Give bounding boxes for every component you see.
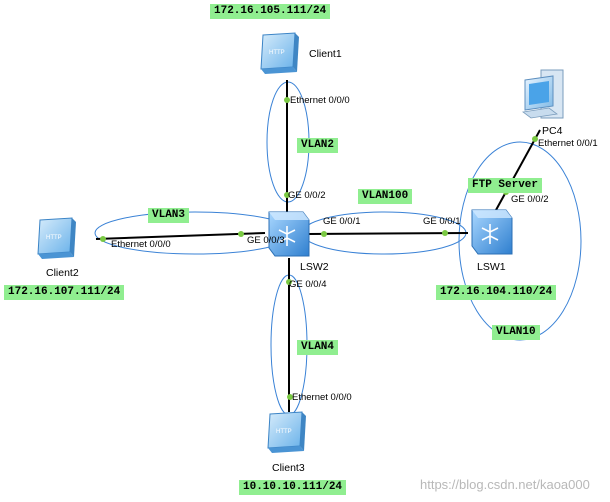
pc-icon[interactable] (521, 69, 564, 119)
vlan3-label: VLAN3 (148, 208, 190, 223)
client3-ip-label: 10.10.10.111/24 (239, 480, 347, 495)
port-label-client3-eth: Ethernet 0/0/0 (292, 392, 352, 403)
port-dot (287, 394, 293, 400)
vlan100-label: VLAN100 (358, 189, 413, 204)
port-dot (284, 192, 290, 198)
lsw2-name: LSW2 (300, 261, 329, 273)
link-lsw2-lsw1 (307, 232, 469, 235)
ftp-server-label: FTP Server (468, 178, 543, 193)
port-label-lsw2-ge004: GE 0/0/4 (289, 279, 327, 290)
vlan10-outline (458, 141, 582, 341)
client-badge-text: HTTP (276, 429, 292, 435)
port-label-lsw2-ge002: GE 0/0/2 (288, 190, 326, 201)
vlan4-label: VLAN4 (297, 340, 339, 355)
lsw1-ip-label: 172.16.104.110/24 (436, 285, 557, 300)
port-label-client2-eth: Ethernet 0/0/0 (111, 239, 171, 250)
watermark-text: https://blog.csdn.net/kaoa000 (420, 477, 590, 492)
vlan2-label: VLAN2 (297, 138, 339, 153)
port-dot (321, 231, 327, 237)
port-label-client1-eth: Ethernet 0/0/0 (290, 95, 350, 106)
port-dot (532, 136, 538, 142)
http-client-icon[interactable]: HTTP (260, 32, 299, 74)
port-dot (284, 97, 290, 103)
client1-name: Client1 (309, 48, 342, 60)
http-client-icon[interactable]: HTTP (37, 217, 76, 259)
client3-name: Client3 (272, 462, 305, 474)
client-badge-text: HTTP (269, 50, 285, 56)
client-badge-text: HTTP (46, 235, 62, 241)
port-dot (238, 231, 244, 237)
port-dot (442, 230, 448, 236)
link-client2-lsw2 (95, 232, 266, 240)
client1-ip-label: 172.16.105.111/24 (210, 4, 331, 19)
vlan10-label: VLAN10 (492, 325, 540, 340)
switch-icon[interactable] (471, 209, 513, 255)
port-label-lsw1-ge001: GE 0/0/1 (423, 216, 461, 227)
port-dot (100, 236, 106, 242)
port-label-lsw2-ge003: GE 0/0/3 (247, 235, 285, 246)
port-label-lsw2-ge001: GE 0/0/1 (323, 216, 361, 227)
port-dot (286, 279, 292, 285)
pc4-name: PC4 (542, 125, 563, 137)
client2-name: Client2 (46, 267, 79, 279)
client2-ip-label: 172.16.107.111/24 (4, 285, 125, 300)
lsw1-name: LSW1 (477, 261, 506, 273)
switch-icon[interactable] (268, 211, 310, 257)
link-lsw1-pc4 (495, 129, 541, 211)
port-label-lsw1-ge002: GE 0/0/2 (511, 194, 549, 205)
http-client-icon[interactable]: HTTP (267, 411, 306, 453)
port-label-pc4-eth: Ethernet 0/0/1 (538, 138, 598, 149)
